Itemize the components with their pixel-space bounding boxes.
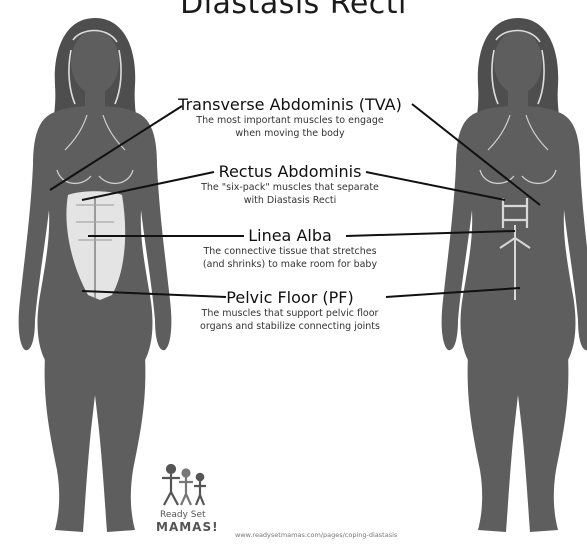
right-figure — [442, 18, 587, 532]
label-rectus-desc-1: The "six-pack" muscles that separate — [145, 182, 435, 194]
label-tva: Transverse Abdominis (TVA) The most impo… — [145, 95, 435, 140]
label-tva-title: Transverse Abdominis (TVA) — [145, 95, 435, 114]
label-tva-desc-2: when moving the body — [145, 128, 435, 140]
source-url: www.readysetmamas.com/pages/coping-diast… — [235, 531, 397, 539]
label-tva-desc-1: The most important muscles to engage — [145, 115, 435, 127]
label-rectus-desc-2: with Diastasis Recti — [145, 195, 435, 207]
label-linea-alba: Linea Alba The connective tissue that st… — [145, 226, 435, 271]
label-pelvic-floor-desc-1: The muscles that support pelvic floor — [145, 308, 435, 320]
logo-mark — [162, 465, 206, 505]
label-linea-alba-title: Linea Alba — [145, 226, 435, 245]
label-pelvic-floor-desc-2: organs and stabilize connecting joints — [145, 321, 435, 333]
label-pelvic-floor-title: Pelvic Floor (PF) — [145, 288, 435, 307]
label-rectus: Rectus Abdominis The "six-pack" muscles … — [145, 162, 435, 207]
label-linea-alba-desc-1: The connective tissue that stretches — [145, 246, 435, 258]
logo-line2: MAMAS! — [156, 520, 219, 534]
label-rectus-title: Rectus Abdominis — [145, 162, 435, 181]
label-linea-alba-desc-2: (and shrinks) to make room for baby — [145, 259, 435, 271]
label-pelvic-floor: Pelvic Floor (PF) The muscles that suppo… — [145, 288, 435, 333]
logo-line1: Ready Set — [160, 510, 206, 520]
